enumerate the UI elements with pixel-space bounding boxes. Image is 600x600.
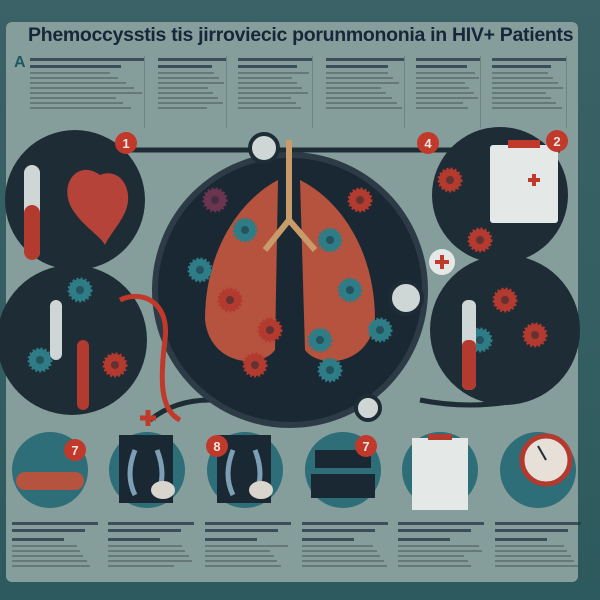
virus-icon: [367, 317, 393, 343]
step-badge: 7: [355, 435, 377, 457]
step-badge: 1: [115, 132, 137, 154]
clipboard-icon: [490, 145, 558, 223]
virus-icon: [202, 187, 228, 213]
virus-icon: [242, 352, 268, 378]
step-number: 1: [122, 136, 129, 151]
virus-icon: [187, 257, 213, 283]
xray-icon: [109, 432, 185, 508]
virus-icon: [257, 317, 283, 343]
virus-icon: [232, 217, 258, 243]
text-column: [238, 56, 313, 128]
step-number: 8: [213, 439, 220, 454]
virus-icon: [27, 347, 53, 373]
virus-icon: [307, 327, 333, 353]
text-column: [30, 56, 145, 128]
circle-cells: [0, 265, 147, 415]
stethoscope-head: [354, 394, 382, 422]
stethoscope-head: [248, 132, 280, 164]
step-badge: 4: [417, 132, 439, 154]
step-text: [495, 520, 581, 578]
test-tube-icon: [77, 340, 89, 410]
virus-icon: [347, 187, 373, 213]
step-badge: 8: [206, 435, 228, 457]
step-number: 2: [553, 134, 560, 149]
step-number: 7: [362, 439, 369, 454]
left-lung-icon: [205, 180, 278, 362]
virus-icon: [317, 357, 343, 383]
virus-icon: [217, 287, 243, 313]
text-column: [158, 56, 227, 128]
step-text: [12, 520, 98, 578]
step-text: [302, 520, 388, 578]
document-icon: [402, 432, 478, 510]
step-badge: 7: [64, 439, 86, 461]
virus-icon: [102, 352, 128, 378]
text-column: [492, 56, 567, 128]
text-column: [416, 56, 481, 128]
text-column: [326, 56, 405, 128]
step-text: [108, 520, 194, 578]
virus-icon: [337, 277, 363, 303]
section-letter: A: [14, 54, 26, 71]
stethoscope-head: [388, 280, 424, 316]
step-number: 4: [424, 136, 432, 151]
heart-icon: [67, 169, 129, 245]
trachea: [262, 140, 318, 252]
virus-icon: [492, 287, 518, 313]
step-badge: 2: [546, 130, 568, 152]
virus-icon: [437, 167, 463, 193]
step-text: [205, 520, 291, 578]
circle-viruses: [430, 255, 580, 405]
virus-icon: [317, 227, 343, 253]
red-cross-icon: [140, 410, 156, 426]
step-text: [398, 520, 484, 578]
stethoscope-icon: [118, 293, 182, 423]
page-title: Phemoccysstis tis jirroviecic porunmonon…: [28, 24, 574, 46]
virus-icon: [467, 227, 493, 253]
step-number: 7: [71, 443, 78, 458]
right-lung-icon: [300, 180, 375, 362]
virus-icon: [522, 322, 548, 348]
test-tube-icon: [50, 300, 62, 360]
virus-icon: [67, 277, 93, 303]
